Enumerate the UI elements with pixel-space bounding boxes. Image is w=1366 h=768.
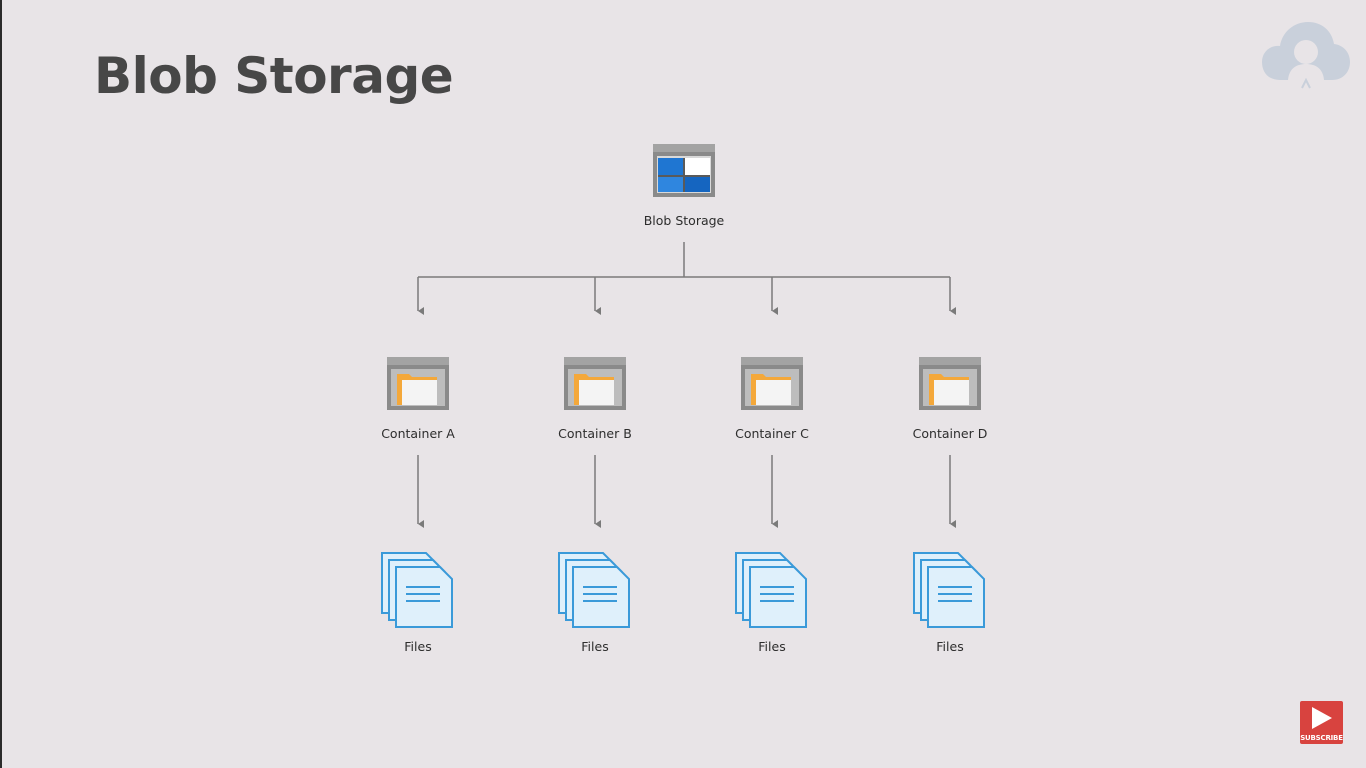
container-d-label: Container D [912,426,988,441]
subscribe-button[interactable]: SUBSCRIBE [1300,701,1343,744]
cloud-person-logo-icon [1262,22,1350,89]
root-node-label: Blob Storage [643,213,725,228]
play-icon [1312,707,1332,729]
container-b-label: Container B [558,426,632,441]
container-b-container-folder-icon [564,357,626,410]
container-connectors [417,455,956,528]
files-a-files-stack-icon [381,552,453,628]
files-d-files-stack-icon [913,552,985,628]
files-c-label: Files [758,639,786,654]
files-b-files-stack-icon [558,552,630,628]
subscribe-label: SUBSCRIBE [1300,734,1343,742]
container-c-label: Container C [735,426,809,441]
left-border [0,0,2,768]
files-d-label: Files [936,639,964,654]
container-c-container-folder-icon [741,357,803,410]
container-a-label: Container A [381,426,455,441]
container-d-container-folder-icon [919,357,981,410]
files-c-files-stack-icon [735,552,807,628]
root-connectors [417,242,956,315]
storage-account-icon [653,144,715,197]
files-b-label: Files [581,639,609,654]
files-a-label: Files [404,639,432,654]
page-title: Blob Storage [94,47,454,105]
container-a-container-folder-icon [387,357,449,410]
